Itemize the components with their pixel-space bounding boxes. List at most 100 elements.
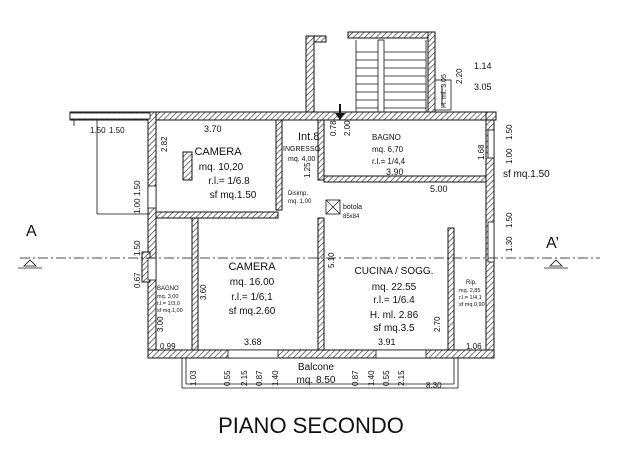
dim-label: 3.70 (204, 124, 222, 134)
section-line (18, 257, 600, 269)
room-area: mq. 22.55 (372, 282, 417, 293)
dim-label: 0.87 (351, 370, 360, 386)
room-ratio: r.l.= 1/4,4 (372, 157, 406, 166)
dim-label: 1.50 (133, 240, 142, 256)
room-camera-bottom: CAMERA mq. 16.00 r.l.= 1/6,1 sf mq.2.60 (228, 261, 276, 317)
room-area: mq. 10,20 (199, 162, 244, 173)
dim-label: 8.30 (426, 381, 442, 390)
room-rip: Rip. mq. 2,85 r.l.= 1/4,1 sf mq.0,90 (459, 280, 485, 308)
room-disimp: Disimp. mq. 1,00 (288, 191, 312, 205)
plan-title: PIANO SECONDO (218, 413, 404, 438)
room-sf: sf mq.2.60 (229, 306, 276, 317)
room-size: 85x84 (343, 214, 360, 220)
terrace-outline (73, 120, 150, 215)
dim-label: 1.50 (505, 124, 514, 140)
dim-label: 2.70 (433, 316, 442, 332)
dim-label: 1.00 (505, 148, 514, 164)
room-sf: sf mq.1.50 (210, 190, 257, 201)
room-name: CAMERA (228, 261, 276, 273)
dim-label: 3.68 (244, 337, 262, 347)
room-area: mq. 3,00 (157, 294, 178, 300)
room-area: mq. 2,85 (459, 288, 480, 294)
balcony (181, 358, 459, 389)
dim-label: 3.00 (156, 316, 165, 332)
room-botola: botola 85x84 (343, 204, 362, 220)
dim-label: 3.91 (378, 337, 396, 347)
dim-label: 1.50 (133, 180, 142, 196)
room-ratio: r.l.= 1/6.4 (373, 295, 415, 306)
dim-label: 0.78 (329, 120, 338, 136)
room-area: mq. 8.50 (297, 375, 336, 386)
room-name: Balcone (298, 362, 335, 373)
dim-label: 3.90 (386, 167, 404, 177)
radiator-icon (182, 151, 193, 181)
room-ingresso: Int.8 INGRESSO mq. 4,00 (283, 131, 321, 163)
trapdoor-icon (325, 199, 341, 215)
room-ratio: r.l.= 1/4,1 (459, 295, 482, 301)
dim-label: 1.50 (109, 126, 125, 135)
room-bagno-left: BAGNO mq. 3,00 r.l.= 1/3,0 sf mq.1,00 (157, 286, 183, 314)
room-name: BAGNO (372, 133, 401, 142)
section-mark-right: A’ (546, 235, 559, 252)
dim-label: 0.55 (382, 370, 391, 386)
room-cucina: CUCINA / SOGG. mq. 22.55 r.l.= 1/6.4 H. … (355, 266, 434, 334)
dim-label: 2.15 (397, 370, 406, 386)
dim-label: 0.99 (160, 342, 176, 351)
room-name: BAGNO (157, 286, 179, 292)
room-name: CAMERA (194, 146, 242, 158)
dim-label: 5.00 (430, 184, 448, 194)
entry-arrow-icon (335, 104, 345, 120)
room-sf: sf mq.0,90 (459, 302, 485, 308)
room-name: INGRESSO (283, 146, 321, 153)
windows (69, 112, 495, 359)
room-ratio: r.l.= 1/6.8 (208, 176, 250, 187)
dim-label: 0.67 (133, 272, 142, 288)
room-sf: sf mq.1,00 (157, 308, 183, 314)
dim-label: 1.06 (466, 342, 482, 351)
room-name: Rip. (466, 280, 477, 286)
dim-label: 2.00 (343, 120, 352, 136)
room-name: Disimp. (288, 191, 308, 197)
section-mark-left: A (26, 223, 37, 240)
dim-label: 1.30 (505, 236, 514, 252)
dim-label: 0.87 (255, 370, 264, 386)
dim-label: 3.05 (474, 82, 492, 92)
balcony-label: Balcone mq. 8.50 (297, 362, 336, 386)
room-name: CUCINA / SOGG. (355, 266, 434, 277)
room-area: mq. 1,00 (288, 199, 312, 205)
room-bagno-top: BAGNO mq. 6,70 r.l.= 1/4,4 (372, 133, 406, 166)
dim-label: 3.60 (199, 284, 208, 300)
room-area: mq. 4,00 (288, 156, 315, 163)
dim-label: 1.14 (474, 61, 492, 71)
room-height: H. ml. 2.86 (370, 310, 419, 321)
room-sf: sf mq.3.5 (373, 323, 415, 334)
dim-label: 0.55 (223, 370, 232, 386)
dim-label: 1.03 (189, 370, 198, 386)
dim-label: 1.40 (367, 370, 376, 386)
dimensions: 1.50 1.50 3.70 3.90 5.00 3.68 3.91 0.99 … (90, 61, 514, 390)
room-camera-top: CAMERA mq. 10,20 r.l.= 1/6.8 sf mq.1.50 (194, 146, 256, 201)
room-name: botola (343, 204, 362, 211)
dim-label: H. ml. 3.05 (441, 74, 448, 108)
dim-label: 1.00 (133, 198, 142, 214)
dim-label: 1.50 (505, 212, 514, 228)
room-ratio: r.l.= 1/6,1 (231, 292, 273, 303)
room-area: mq. 6,70 (372, 145, 404, 154)
dim-label: 1.68 (477, 144, 486, 160)
interior-walls (155, 119, 487, 351)
right-sf-label: sf mq.1.50 (503, 169, 550, 180)
dim-label: 5.10 (327, 252, 336, 268)
room-label: Int.8 (298, 131, 319, 143)
room-area: mq. 16.00 (230, 277, 275, 288)
room-ratio: r.l.= 1/3,0 (157, 301, 180, 307)
stair-treads (356, 51, 426, 109)
dim-label: 2.20 (455, 68, 464, 84)
dim-label: 2.82 (160, 136, 169, 152)
dim-label: 1.40 (271, 370, 280, 386)
stairwell (305, 31, 452, 113)
dim-label: 1.25 (303, 162, 312, 178)
dim-label: 1.50 (90, 126, 106, 135)
dim-label: 2.15 (240, 370, 249, 386)
